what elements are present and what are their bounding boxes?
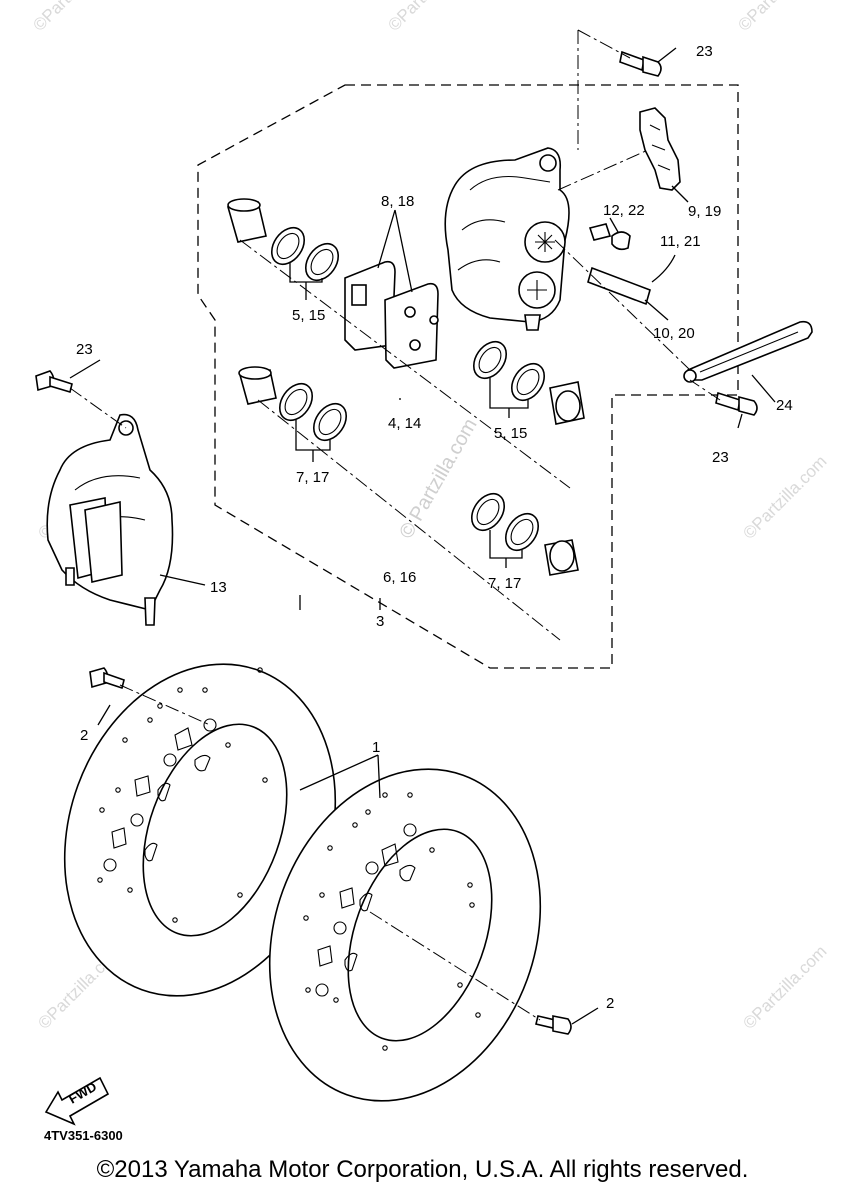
pad-pin xyxy=(587,266,651,306)
pistons xyxy=(226,198,585,576)
disc-bolt-left xyxy=(89,667,125,690)
callout-7-17-left: 7, 17 xyxy=(296,469,329,486)
leader-lines xyxy=(69,29,776,1025)
bleed-screw xyxy=(588,223,631,251)
center-watermark: © Partzilla.com xyxy=(395,415,481,543)
callout-9-19: 9, 19 xyxy=(688,203,721,220)
pad-spring xyxy=(639,107,681,191)
callout-23-left: 23 xyxy=(76,341,93,358)
watermark: ©Partzilla.com xyxy=(29,0,120,35)
callout-8-18: 8, 18 xyxy=(381,193,414,210)
bolt-left xyxy=(35,370,73,394)
fwd-arrow-icon: FWD xyxy=(44,1076,110,1126)
callout-7-17-right: 7, 17 xyxy=(488,575,521,592)
brake-disc-left xyxy=(63,663,337,997)
callout-3: 3 xyxy=(376,613,384,630)
callout-12-22: 12, 22 xyxy=(603,202,645,219)
watermark: ©Partzilla.com xyxy=(739,452,830,543)
copyright-notice: ©2013 Yamaha Motor Corporation, U.S.A. A… xyxy=(96,1156,749,1183)
callout-5-15-top: 5, 15 xyxy=(292,307,325,324)
diagram-code: 4TV351-6300 xyxy=(44,1128,123,1143)
callout-11-21: 11, 21 xyxy=(660,233,701,250)
watermark: ©Partzilla.com xyxy=(734,0,825,35)
callout-10-20: 10, 20 xyxy=(653,325,695,342)
callout-6-16: 6, 16 xyxy=(383,569,416,586)
callout-2-right: 2 xyxy=(606,995,614,1012)
hose-bracket xyxy=(683,320,813,383)
watermark: ©Partzilla.com xyxy=(739,942,830,1033)
callout-1: 1 xyxy=(372,739,380,756)
bolt-top xyxy=(619,50,662,77)
callout-23-top: 23 xyxy=(696,43,713,60)
callout-23-right: 23 xyxy=(712,449,729,466)
brake-pads xyxy=(344,260,439,369)
callout-5-15-mid: 5, 15 xyxy=(494,425,527,442)
brake-disc-right xyxy=(268,768,542,1102)
left-caliper xyxy=(46,413,174,626)
callouts: 23 9, 19 12, 22 11, 21 10, 20 24 23 8, 1… xyxy=(76,43,793,1012)
seals xyxy=(270,226,546,552)
caliper-assembly-boundary xyxy=(197,84,739,669)
disc-bolt-right xyxy=(535,1015,572,1035)
callout-4-14: 4, 14 xyxy=(388,415,421,432)
watermark: ©Partzilla.com xyxy=(384,0,475,35)
callout-24: 24 xyxy=(776,397,793,414)
bolt-right xyxy=(715,391,758,416)
callout-2-left: 2 xyxy=(80,727,88,744)
callout-13: 13 xyxy=(210,579,227,596)
right-caliper xyxy=(444,147,570,331)
